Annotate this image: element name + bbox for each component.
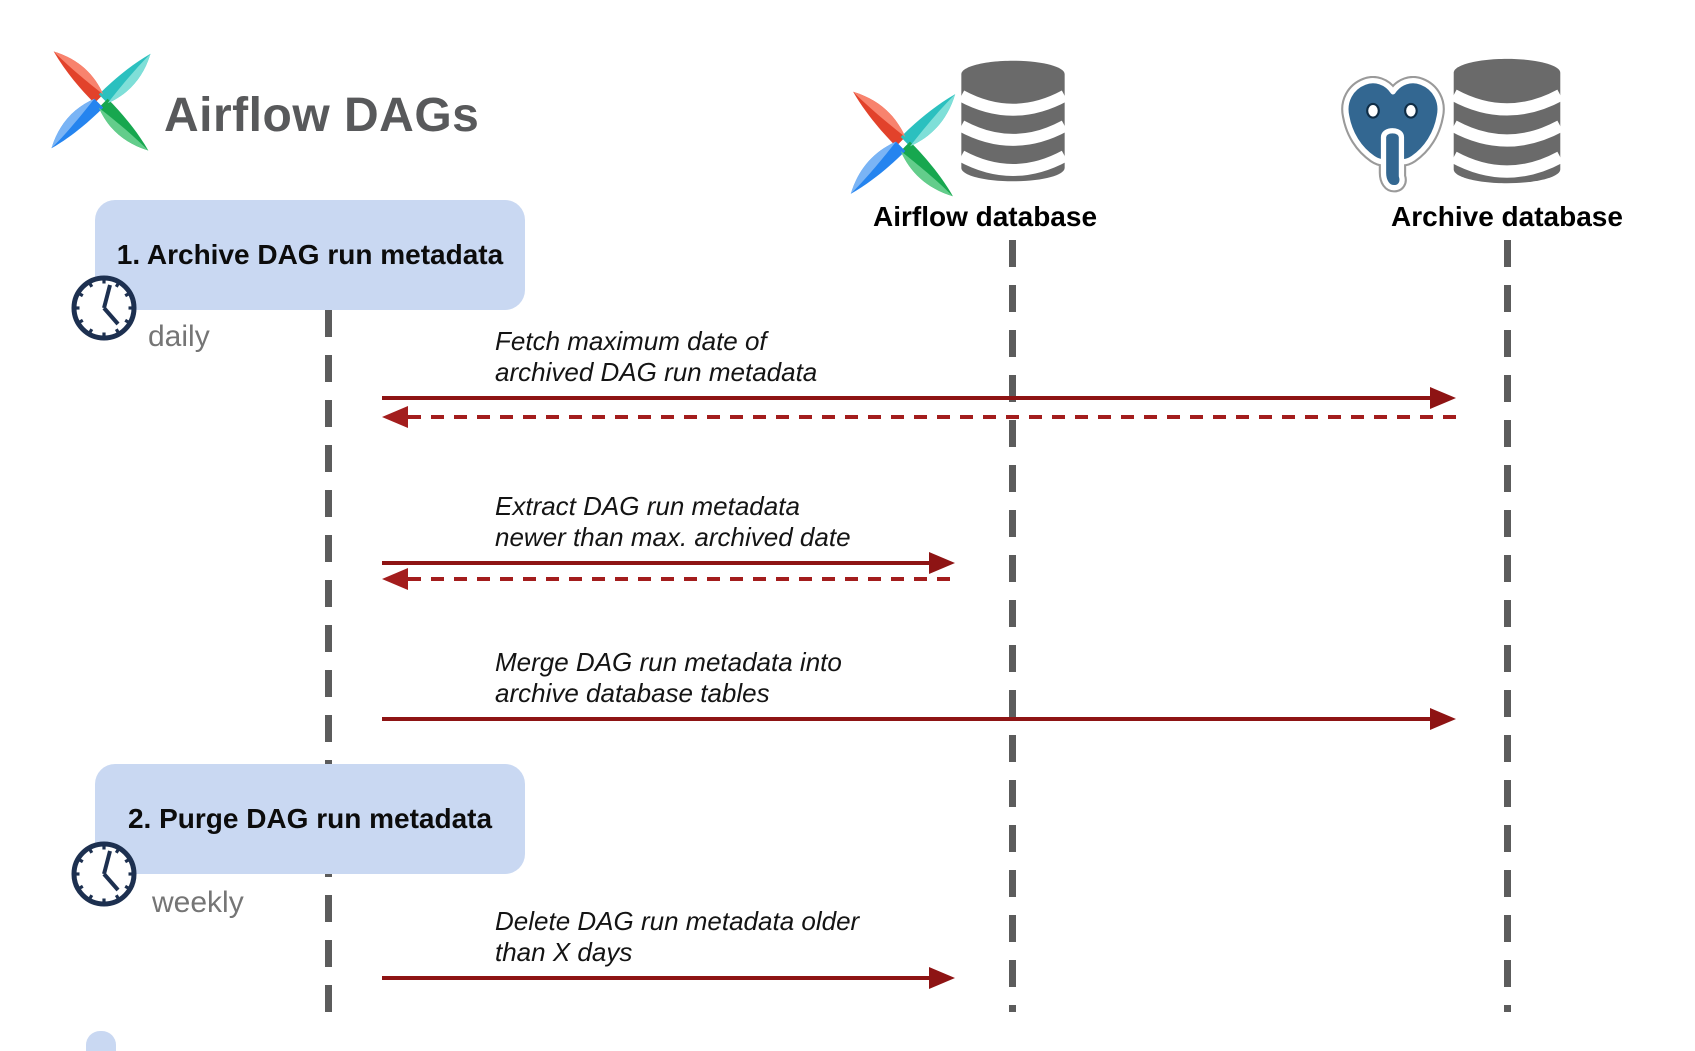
postgresql-elephant-icon xyxy=(1338,76,1448,194)
message-line: Merge DAG run metadata into xyxy=(495,647,842,677)
database-cylinder-icon xyxy=(953,57,1073,184)
arrowhead-left-icon xyxy=(382,406,408,428)
step-box-archive: 1. Archive DAG run metadata xyxy=(95,200,525,310)
message-label-merge: Merge DAG run metadata into archive data… xyxy=(495,647,842,709)
arrowhead-right-icon xyxy=(1430,708,1456,730)
message-label-extract: Extract DAG run metadata newer than max.… xyxy=(495,491,851,553)
lifeline-airflow-dags xyxy=(325,310,332,1012)
cropped-box-fragment xyxy=(86,1031,116,1051)
clock-icon xyxy=(69,273,139,343)
message-arrow-extract xyxy=(382,552,955,574)
step-label: 2. Purge DAG run metadata xyxy=(127,803,493,834)
lifeline-airflow-database xyxy=(1009,240,1016,1012)
arrowhead-right-icon xyxy=(929,552,955,574)
return-arrow-fetch xyxy=(382,406,1458,428)
message-line: newer than max. archived date xyxy=(495,522,851,552)
message-line: archive database tables xyxy=(495,678,770,708)
message-label-delete: Delete DAG run metadata older than X day… xyxy=(495,906,859,968)
message-line: than X days xyxy=(495,937,633,967)
message-line: archived DAG run metadata xyxy=(495,357,818,387)
message-arrow-fetch xyxy=(382,387,1456,409)
clock-icon xyxy=(69,839,139,909)
schedule-label-weekly: weekly xyxy=(152,886,244,919)
step-label: 1. Archive DAG run metadata xyxy=(116,239,504,270)
airflow-pinwheel-icon xyxy=(845,86,961,202)
arrowhead-left-icon xyxy=(382,568,408,590)
airflow-pinwheel-icon xyxy=(46,46,156,156)
page-title: Airflow DAGs xyxy=(164,89,480,142)
message-label-fetch: Fetch maximum date of archived DAG run m… xyxy=(495,326,817,388)
message-line: Fetch maximum date of xyxy=(495,326,767,356)
return-arrow-extract xyxy=(382,568,960,590)
lifeline-archive-database xyxy=(1504,240,1511,1012)
message-line: Extract DAG run metadata xyxy=(495,491,800,521)
arrowhead-right-icon xyxy=(929,967,955,989)
arrowhead-right-icon xyxy=(1430,387,1456,409)
database-cylinder-icon xyxy=(1446,55,1568,186)
actor-label-airflow-database: Airflow database xyxy=(872,201,1098,232)
actor-label-archive-database: Archive database xyxy=(1391,201,1623,232)
message-arrow-merge xyxy=(382,708,1456,730)
message-arrow-delete xyxy=(382,967,955,989)
step-box-purge: 2. Purge DAG run metadata xyxy=(95,764,525,874)
schedule-label-daily: daily xyxy=(148,320,210,353)
message-line: Delete DAG run metadata older xyxy=(495,906,860,936)
